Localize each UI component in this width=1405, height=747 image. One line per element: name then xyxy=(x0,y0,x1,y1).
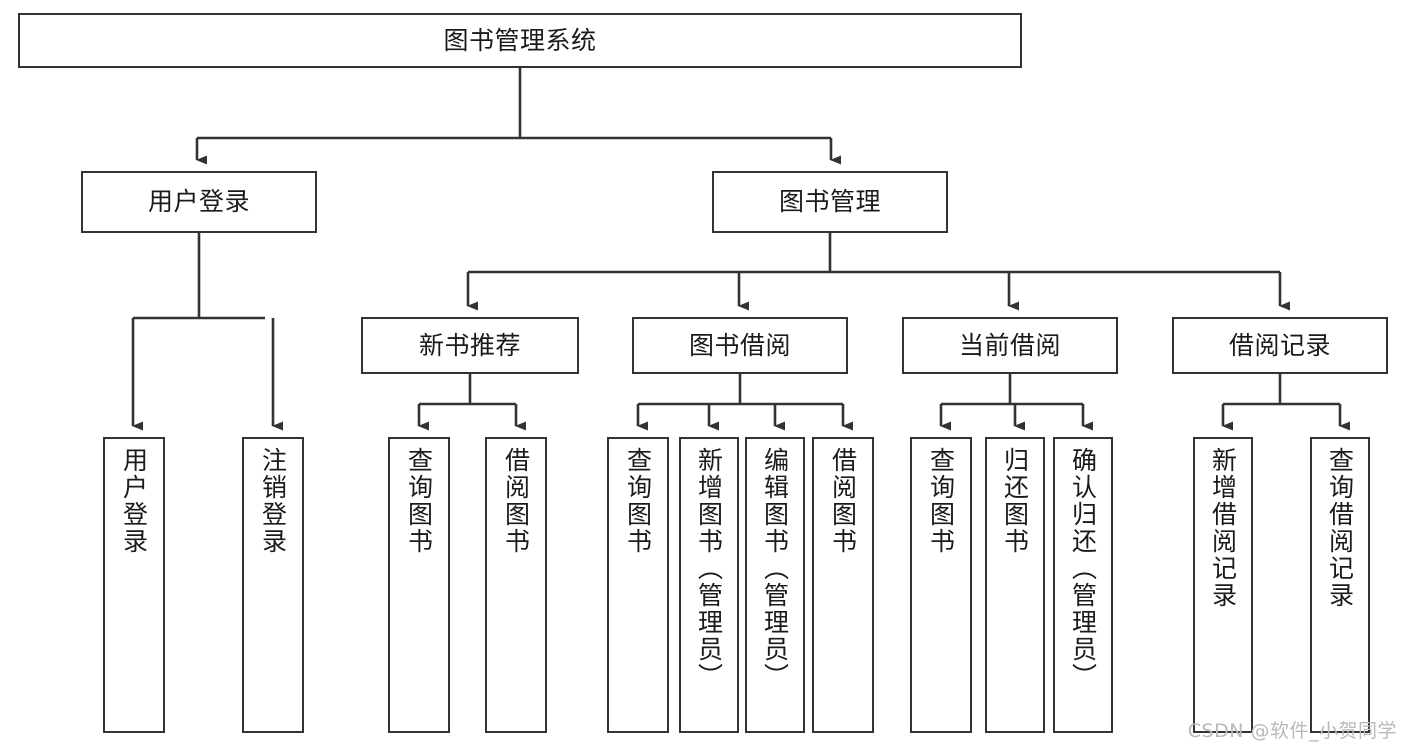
node-leaf-query-book-1[interactable]: 查询图书 xyxy=(388,437,450,733)
node-leaf-edit-book-label: 编辑图书（管理员） xyxy=(760,447,790,690)
node-root-label: 图书管理系统 xyxy=(443,25,597,55)
node-leaf-user-login-label: 用户登录 xyxy=(119,447,149,555)
node-leaf-edit-book[interactable]: 编辑图书（管理员） xyxy=(745,437,805,733)
node-new-book-rec[interactable]: 新书推荐 xyxy=(361,317,579,374)
node-root[interactable]: 图书管理系统 xyxy=(18,13,1022,68)
connectors xyxy=(131,68,1350,431)
node-book-manage-label: 图书管理 xyxy=(778,187,881,216)
node-current-borrow-label: 当前借阅 xyxy=(958,330,1061,360)
node-leaf-borrow-book-2[interactable]: 借阅图书 xyxy=(812,437,874,733)
node-leaf-query-record[interactable]: 查询借阅记录 xyxy=(1310,437,1370,733)
node-book-borrow-label: 图书借阅 xyxy=(688,330,791,360)
node-leaf-return-book[interactable]: 归还图书 xyxy=(985,437,1045,733)
node-leaf-add-book[interactable]: 新增图书（管理员） xyxy=(679,437,739,733)
node-current-borrow[interactable]: 当前借阅 xyxy=(902,317,1118,374)
node-leaf-return-book-label: 归还图书 xyxy=(1000,447,1030,555)
node-leaf-add-record[interactable]: 新增借阅记录 xyxy=(1193,437,1253,733)
node-book-manage[interactable]: 图书管理 xyxy=(712,171,948,233)
node-leaf-query-book-3-label: 查询图书 xyxy=(926,447,956,555)
node-leaf-confirm-return[interactable]: 确认归还（管理员） xyxy=(1053,437,1113,733)
node-leaf-borrow-book-1-label: 借阅图书 xyxy=(501,447,531,555)
node-leaf-query-book-3[interactable]: 查询图书 xyxy=(910,437,972,733)
node-leaf-confirm-return-label: 确认归还（管理员） xyxy=(1068,447,1098,690)
node-leaf-add-record-label: 新增借阅记录 xyxy=(1208,447,1238,609)
node-leaf-borrow-book-1[interactable]: 借阅图书 xyxy=(485,437,547,733)
node-book-borrow[interactable]: 图书借阅 xyxy=(632,317,848,374)
node-leaf-user-login[interactable]: 用户登录 xyxy=(103,437,165,733)
node-leaf-add-book-label: 新增图书（管理员） xyxy=(694,447,724,690)
node-leaf-query-book-1-label: 查询图书 xyxy=(404,447,434,555)
node-leaf-borrow-book-2-label: 借阅图书 xyxy=(828,447,858,555)
node-leaf-user-logout[interactable]: 注销登录 xyxy=(242,437,304,733)
node-user-login-label: 用户登录 xyxy=(147,187,250,216)
node-new-book-rec-label: 新书推荐 xyxy=(418,330,521,360)
node-leaf-query-book-2-label: 查询图书 xyxy=(623,447,653,555)
node-leaf-user-logout-label: 注销登录 xyxy=(258,447,288,555)
node-leaf-query-book-2[interactable]: 查询图书 xyxy=(607,437,669,733)
node-borrow-record[interactable]: 借阅记录 xyxy=(1172,317,1388,374)
node-leaf-query-record-label: 查询借阅记录 xyxy=(1325,447,1355,609)
node-user-login[interactable]: 用户登录 xyxy=(81,171,317,233)
node-borrow-record-label: 借阅记录 xyxy=(1228,330,1331,360)
